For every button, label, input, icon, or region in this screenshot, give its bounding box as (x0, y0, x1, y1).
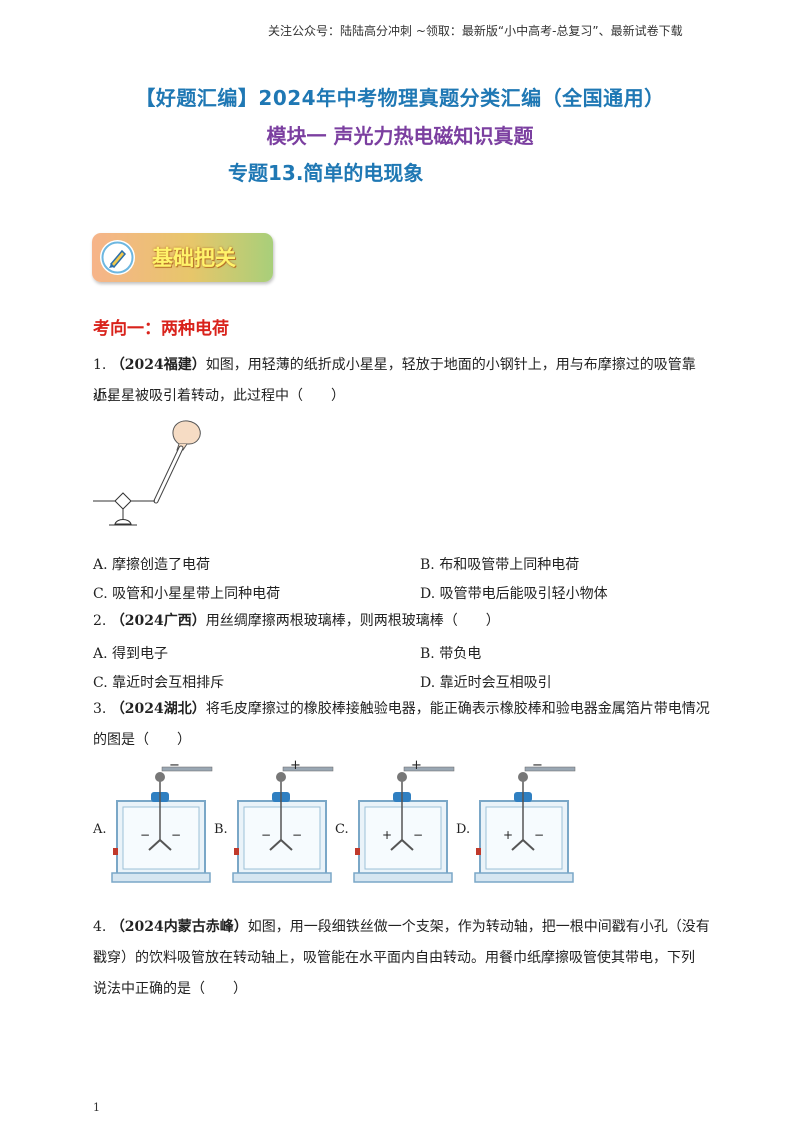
q2-option-a: A. 得到电子 (93, 646, 169, 662)
header-note: 关注公众号：陆陆高分冲刺 ~领取：最新版“小中高考-总复习”、最新试卷下载 (268, 24, 683, 38)
left-leaf-charge: − (140, 828, 150, 842)
q2-option-d: D. 靠近时会互相吸引 (420, 675, 552, 691)
pen-icon (100, 240, 135, 275)
paper-star-figure (93, 420, 201, 526)
electroscope-drawing: + − − (232, 760, 334, 883)
title-topic: 专题13.简单的电现象 (228, 161, 424, 185)
q2-option-c: C. 靠近时会互相排斥 (93, 675, 225, 691)
rod-charge-sign: − (532, 760, 543, 773)
badge-label: 基础把关 (152, 246, 236, 270)
rod-charge-sign: − (169, 760, 180, 773)
question-4-stem-cont: 戳穿）的饮料吸管放在转动轴上，吸管能在水平面内自由转动。用餐巾纸摩擦吸管使其带电… (93, 950, 695, 966)
q1-option-d: D. 吸管带电后能吸引轻小物体 (420, 586, 608, 602)
left-leaf-charge: + (503, 828, 513, 842)
question-1-stem-cont: 小星星被吸引着转动，此过程中（ ） (93, 388, 345, 404)
figure-label: B. (214, 822, 228, 837)
rod-charge-sign: + (290, 760, 301, 773)
electroscope-figure-d: D. − + − (456, 760, 576, 885)
question-3-stem-cont: 的图是（ ） (93, 732, 191, 748)
q1-option-c: C. 吸管和小星星带上同种电荷 (93, 586, 281, 602)
q1-option-b: B. 布和吸管带上同种电荷 (420, 557, 580, 573)
question-1-stem: 1. （2024福建）如图，用轻薄的纸折成小星星，轻放于地面的小钢针上，用与布摩… (93, 357, 696, 404)
question-4-stem: 4. （2024内蒙古赤峰）如图，用一段细铁丝做一个支架，作为转动轴，把一根中间… (93, 919, 710, 935)
electroscope-drawing: − − − (111, 760, 213, 883)
question-2-stem: 2. （2024广西）用丝绸摩擦两根玻璃棒，则两根玻璃棒（ ） (93, 613, 500, 629)
right-leaf-charge: − (413, 828, 423, 842)
figure-label: C. (335, 822, 349, 837)
title-main: 【好题汇编】2024年中考物理真题分类汇编（全国通用） (135, 86, 665, 110)
left-leaf-charge: + (382, 828, 392, 842)
figure-label: A. (93, 822, 107, 837)
electroscope-drawing: + + − (353, 760, 455, 883)
basics-badge: 基础把关 (92, 233, 273, 282)
page-number: 1 (93, 1101, 100, 1114)
electroscope-figure-b: B. + − − (214, 760, 334, 885)
question-4-stem-cont2: 说法中正确的是（ ） (93, 981, 247, 997)
q1-option-a: A. 摩擦创造了电荷 (93, 557, 211, 573)
rod-charge-sign: + (411, 760, 422, 773)
left-leaf-charge: − (261, 828, 271, 842)
right-leaf-charge: − (292, 828, 302, 842)
electroscope-drawing: − + − (474, 760, 576, 883)
right-leaf-charge: − (171, 828, 181, 842)
title-module: 模块一 声光力热电磁知识真题 (266, 124, 534, 148)
right-leaf-charge: − (534, 828, 544, 842)
electroscope-figures: A. − − − B. + − − C. + + − D. − + − (93, 760, 593, 885)
section-title: 考向一：两种电荷 (93, 319, 229, 339)
figure-label: D. (456, 822, 471, 837)
question-3-stem: 3. （2024湖北）将毛皮摩擦过的橡胶棒接触验电器，能正确表示橡胶棒和验电器金… (93, 701, 710, 717)
electroscope-figure-c: C. + + − (335, 760, 455, 885)
electroscope-figure-a: A. − − − (93, 760, 213, 885)
q2-option-b: B. 带负电 (420, 646, 482, 662)
